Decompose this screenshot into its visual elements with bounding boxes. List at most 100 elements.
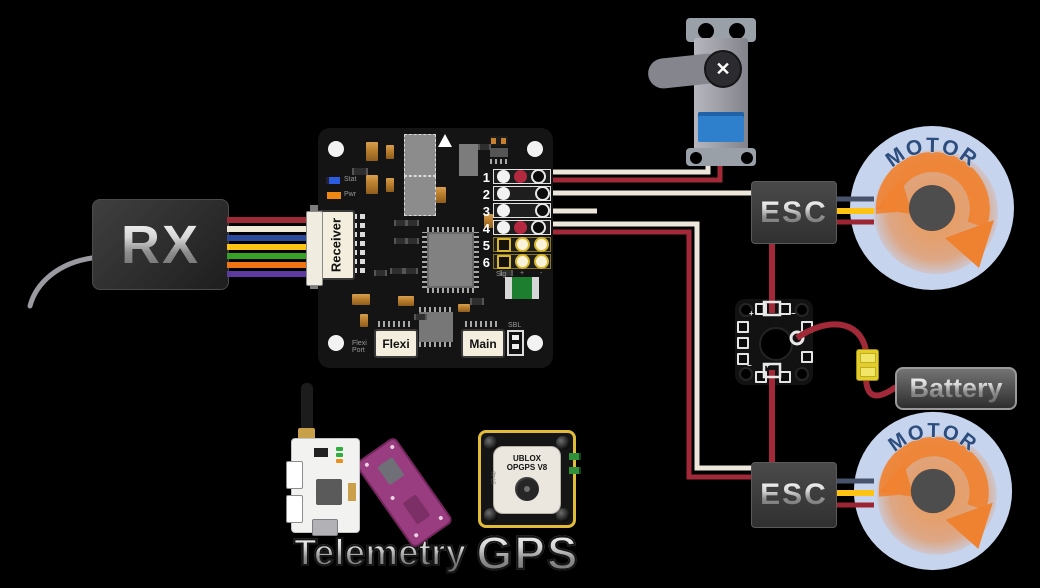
battery-lead-wire <box>795 321 869 352</box>
pin-socket <box>535 203 550 218</box>
pdb-mount-hole <box>795 303 809 317</box>
mcu-pins <box>474 232 479 288</box>
pin-socket <box>497 221 510 234</box>
pdb-wire-pad <box>762 300 782 317</box>
rx-antenna-wire <box>27 255 95 309</box>
pin-socket <box>531 220 546 235</box>
mcu-pins <box>427 227 474 232</box>
screw-icon <box>484 508 498 522</box>
smd-component <box>374 270 387 276</box>
gps-feed-dot <box>524 486 530 492</box>
output-pin-row-3 <box>493 203 551 218</box>
esc-bottom-power-wire <box>553 229 754 480</box>
servo-mount-hole <box>690 152 702 164</box>
gps-ceramic-antenna: UBLOX OPGPS V8 ST-40 <box>491 446 561 514</box>
pin-socket <box>514 170 527 183</box>
solder-pad <box>360 268 365 273</box>
pdb-battery-pad <box>789 330 805 346</box>
fc-mount-hole <box>328 335 344 351</box>
gps-label: GPS <box>472 526 584 580</box>
motor-shaft-hub <box>910 468 956 514</box>
capacitor <box>366 175 378 194</box>
gps-connector-pin <box>569 453 581 460</box>
ribbon-wire-6 <box>227 262 308 268</box>
pin-socket <box>497 204 510 217</box>
pin-number: 6 <box>482 255 490 270</box>
rotation-arrow-arc <box>875 151 990 229</box>
solder-pad <box>389 495 396 501</box>
rotation-arrowhead-icon <box>945 220 994 268</box>
chip-pins <box>419 307 453 312</box>
component-block <box>459 144 478 176</box>
smd-component <box>390 268 404 274</box>
stat-led-tip <box>326 177 329 184</box>
telemetry-module-primary <box>286 438 360 536</box>
pdb-pad <box>737 353 749 365</box>
solder-pad <box>512 335 519 340</box>
pin-socket <box>531 169 546 184</box>
led-green <box>336 453 343 457</box>
smd-component <box>352 168 368 175</box>
servo-signal-wire <box>553 158 711 175</box>
sig-label: Sig <box>496 271 507 278</box>
pin-pad <box>497 254 511 269</box>
chip <box>377 456 405 486</box>
ribbon-wire-2 <box>227 226 308 232</box>
fc-mount-hole <box>328 141 344 157</box>
solder-pad <box>364 461 370 468</box>
capacitor <box>484 214 493 228</box>
minus-label: - <box>540 270 543 277</box>
output-pin-row-4 <box>493 220 551 235</box>
flexi-port-caption: Flexi Port <box>352 340 367 355</box>
pdb-mount-hole <box>739 303 753 317</box>
component-block <box>490 136 508 146</box>
component-green <box>505 277 539 299</box>
esc-top-label: ESC <box>760 195 828 229</box>
solder-pad <box>360 250 365 255</box>
esc-top: ESC <box>751 181 837 244</box>
pdb-polarity-mark: + <box>749 309 754 318</box>
receiver-port: Receiver <box>317 210 355 280</box>
pin-number: 2 <box>482 187 490 202</box>
smd-component <box>406 238 419 244</box>
stat-led <box>329 177 340 184</box>
telemetry-connector <box>286 495 303 523</box>
component <box>348 483 356 501</box>
led-green <box>336 447 343 451</box>
pdb-mount-hole <box>795 367 809 381</box>
solder-pad <box>491 138 496 144</box>
solder-pad <box>360 241 365 246</box>
rotation-arrow-tail <box>876 180 912 214</box>
chip-pins <box>419 342 453 347</box>
pin-socket <box>514 221 527 234</box>
component-lead <box>532 277 539 299</box>
motor-bottom: MOTOR <box>853 411 1013 571</box>
servo-screw-icon: ✕ <box>715 58 731 79</box>
pdb-center-hole <box>759 327 793 361</box>
ribbon-wire-7 <box>227 271 308 277</box>
smd-component <box>406 220 419 226</box>
pin-pad <box>534 254 549 269</box>
gps-side-label: ST-40 <box>491 471 498 485</box>
solder-pad <box>360 214 365 219</box>
pin-socket <box>497 187 510 200</box>
battery: Battery <box>895 367 1017 410</box>
mcu-chip <box>427 232 474 288</box>
pin-pad <box>534 237 549 252</box>
telemetry-label: Telemetry <box>288 531 472 574</box>
solder-pads <box>490 159 508 164</box>
fc-mount-hole <box>527 141 543 157</box>
output-pin-row-5 <box>493 237 551 252</box>
smd-component <box>414 314 427 320</box>
motor-shaft-hub <box>909 185 955 231</box>
smd-component <box>478 144 491 150</box>
connector-latch <box>310 283 318 289</box>
esc-bottom-signal-wire <box>553 221 754 471</box>
esc-bottom: ESC <box>751 462 837 528</box>
fc-mount-hole <box>527 335 543 351</box>
screw-icon <box>556 508 570 522</box>
gps-module: UBLOX OPGPS V8 ST-40 <box>478 430 581 528</box>
capacitor <box>398 296 414 306</box>
flexi-port: Flexi <box>374 329 418 358</box>
